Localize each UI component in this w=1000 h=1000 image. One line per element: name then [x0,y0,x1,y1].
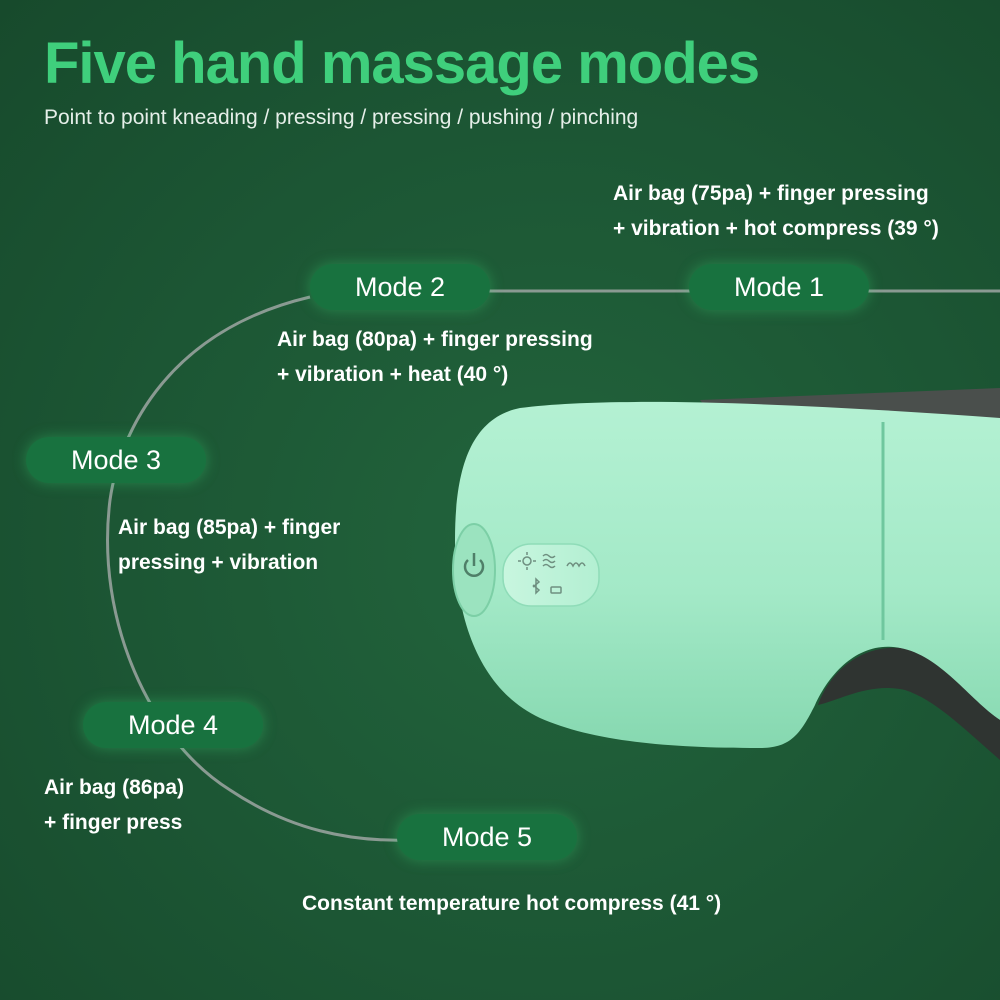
mode-2-description-line-1: Air bag (80pa) + finger pressing [277,328,593,351]
bluetooth-icon [532,577,541,595]
mode-5-description-line-1: Constant temperature hot compress (41 °) [302,892,722,915]
mode-2-description: Air bag (80pa) + finger pressing + vibra… [277,322,593,392]
device-shell [455,401,1000,748]
battery-icon [550,586,562,594]
mode-4-description-line-1: Air bag (86pa) [44,776,185,799]
power-button[interactable] [452,523,496,617]
mode-5-description: Constant temperature hot compress (41 °) [302,886,721,921]
mode-1-description-line-1: Air bag (75pa) + finger pressing [613,182,929,205]
mode-4-description: Air bag (86pa) + finger press [44,770,184,840]
power-icon [463,553,485,577]
mode-3-label: Mode 3 [26,437,206,483]
control-panel [502,543,600,607]
mode-2-description-line-2: + vibration + heat (40 °) [277,363,509,386]
mode-4-label: Mode 4 [83,702,263,748]
mode-3-description-line-2: pressing + vibration [118,551,319,574]
mode-2-label: Mode 2 [310,264,490,310]
air-icon [566,562,586,568]
waves-icon [542,553,556,569]
mode-4-description-line-2: + finger press [44,811,183,834]
eye-cup-padding [818,647,1000,760]
mode-path-curve [106,295,411,842]
mode-5-label: Mode 5 [397,814,577,860]
page-subtitle: Point to point kneading / pressing / pre… [44,106,639,129]
mode-1-label: Mode 1 [689,264,869,310]
sun-icon [518,552,536,570]
mode-3-description-line-1: Air bag (85pa) + finger [118,516,341,539]
mode-3-description: Air bag (85pa) + finger pressing + vibra… [118,510,340,580]
mode-1-description: Air bag (75pa) + finger pressing + vibra… [613,176,939,246]
page-title: Five hand massage modes [44,31,760,96]
mode-1-description-line-2: + vibration + hot compress (39 °) [613,217,939,240]
